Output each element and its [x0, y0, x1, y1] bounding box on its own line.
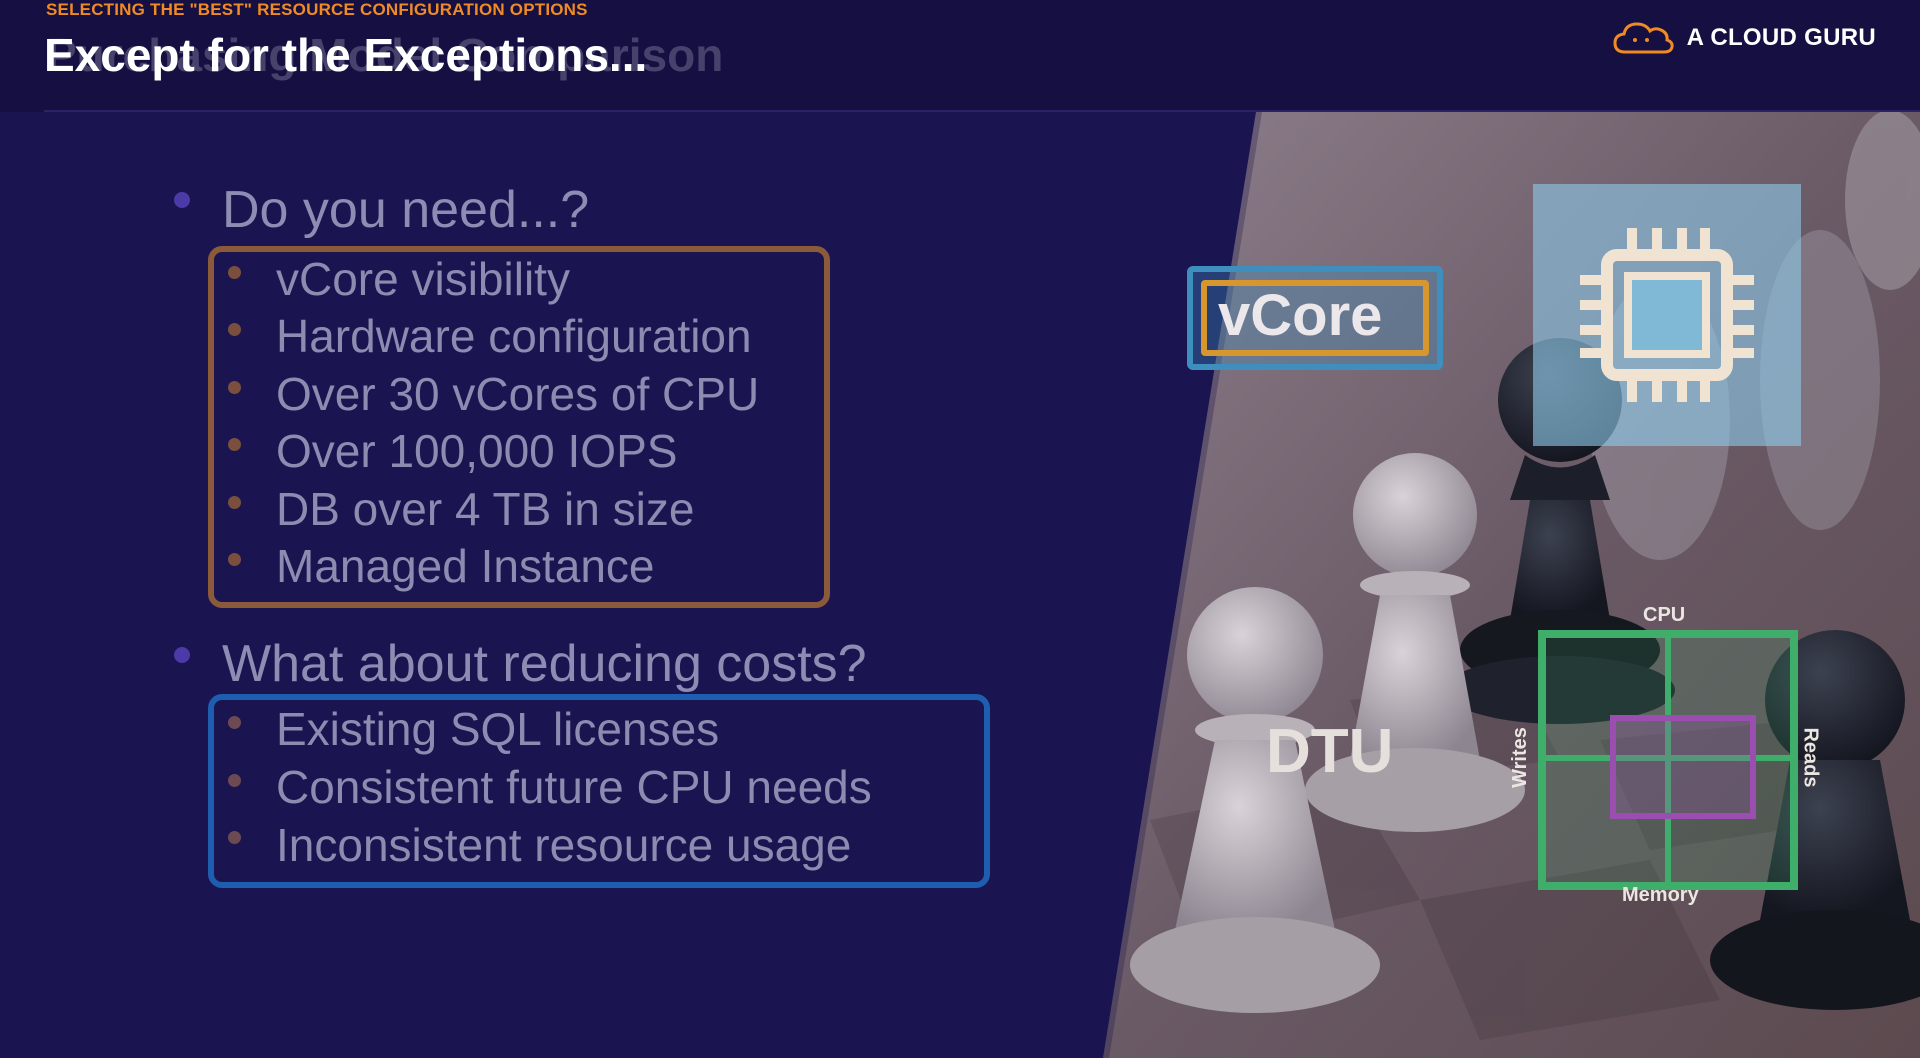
list-item: Existing SQL licenses — [276, 703, 720, 755]
cloud-logo-icon — [1613, 22, 1674, 54]
list-item: vCore visibility — [276, 253, 570, 305]
cpu-chip-icon — [1580, 228, 1754, 402]
cost-reduction-box — [208, 694, 990, 888]
question-costs: What about reducing costs? — [222, 635, 867, 693]
bullet-dot — [228, 496, 241, 509]
bullet-dot — [228, 438, 241, 451]
list-item: Consistent future CPU needs — [276, 761, 872, 813]
vcore-label-inner — [1201, 280, 1429, 356]
bullet-dot — [228, 381, 241, 394]
dtu-label: DTU — [1266, 717, 1394, 786]
brand-logo: A CLOUD GURU — [1611, 18, 1876, 58]
dtu-axis-writes: Writes — [1508, 727, 1531, 788]
vcore-label: vCore — [1218, 283, 1383, 348]
slide-title: Except for the Exceptions... — [44, 29, 648, 81]
bullet-dot — [228, 266, 241, 279]
brand-name: A CLOUD GURU — [1686, 24, 1876, 51]
vcore-requirements-box — [208, 246, 830, 608]
dtu-grid-diagram — [1538, 630, 1798, 890]
list-item: Managed Instance — [276, 540, 655, 592]
dtu-axis-cpu: CPU — [1643, 604, 1686, 626]
list-item: Over 100,000 IOPS — [276, 425, 678, 477]
list-item: DB over 4 TB in size — [276, 483, 695, 535]
dtu-axis-reads: Reads — [1799, 727, 1822, 788]
bullet-dot — [174, 647, 190, 663]
bullet-dot — [228, 774, 241, 787]
bullet-dot — [174, 192, 190, 208]
previous-title-ghost: Purchasing Model Comparison — [46, 29, 724, 81]
bullet-dot — [228, 831, 241, 844]
list-item: Inconsistent resource usage — [276, 819, 852, 871]
bullet-dot — [228, 553, 241, 566]
header-bar — [0, 0, 1920, 112]
header-divider — [44, 110, 1920, 112]
bullet-dot — [228, 716, 241, 729]
section-eyebrow: SELECTING THE "BEST" RESOURCE CONFIGURAT… — [46, 0, 588, 19]
dtu-axis-memory: Memory — [1622, 884, 1699, 906]
list-item: Over 30 vCores of CPU — [276, 368, 760, 420]
bullet-dot — [228, 323, 241, 336]
list-item: Hardware configuration — [276, 310, 752, 362]
question-need: Do you need...? — [222, 181, 590, 239]
